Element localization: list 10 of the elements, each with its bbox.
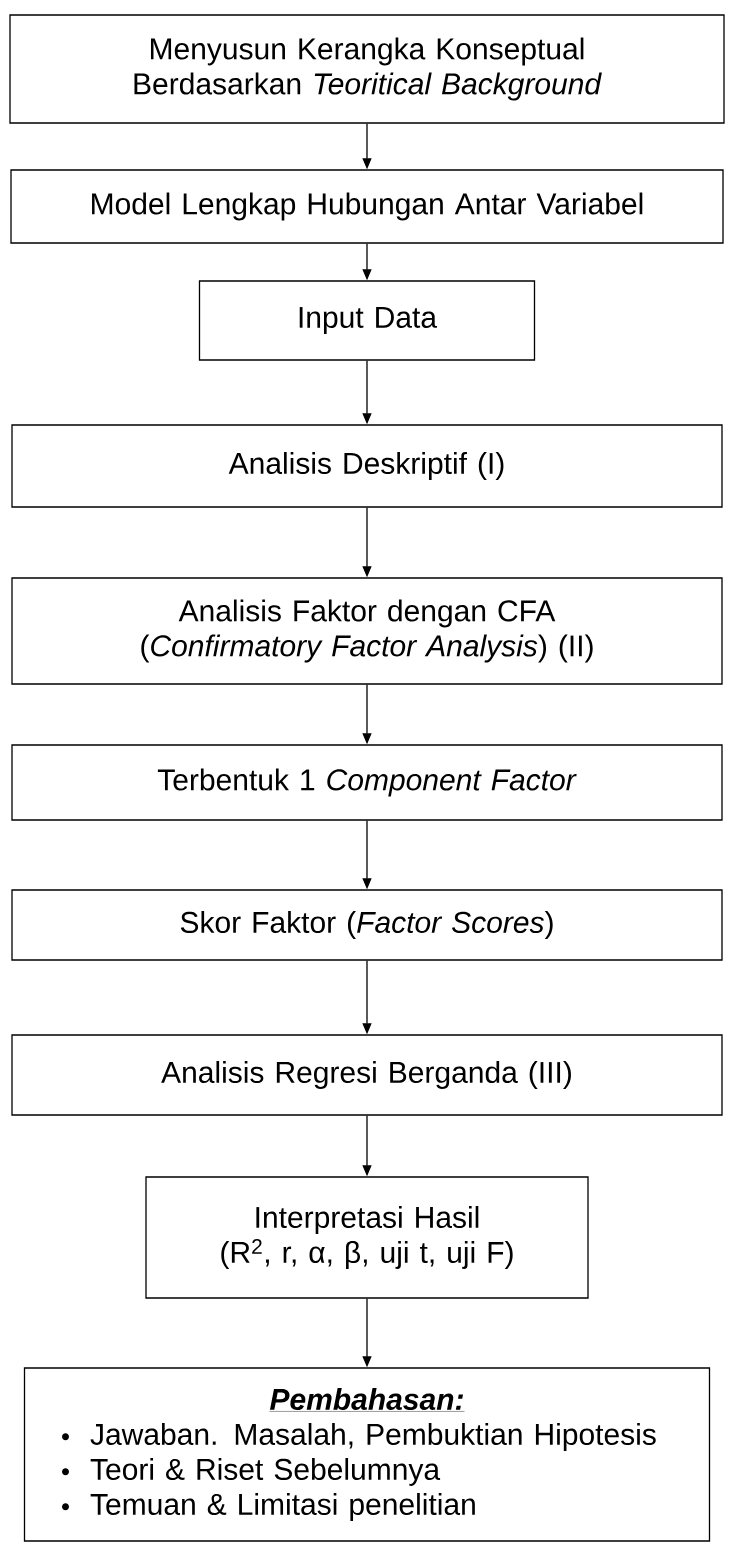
process-box: Analisis Regresi Berganda (III) (11, 1034, 723, 1116)
process-box: Analisis Faktor dengan CFA (Confirmatory Factor Analysis) (II) (11, 577, 723, 685)
process-box: Menyusun Kerangka Konseptual Berdasarkan Teoritical Background (9, 14, 725, 124)
process-box: Analisis Deskriptif (I) (11, 424, 723, 508)
process-box: Input Data (198, 280, 536, 361)
process-box: Terbentuk 1 Component Factor (11, 744, 723, 821)
process-box: Interpretasi Hasil (R$^{2}$, r, α, β, uji t, uji F) (145, 1176, 589, 1299)
process-box: Model Lengkap Hubungan Antar Variabel (10, 169, 724, 244)
process-box: Pembahasan: Jawaban. Masalah, Pembuktian Hipotesis Teori & Riset Sebelumnya Temuan & Limitasi penelitian (23, 1367, 711, 1542)
process-box: Skor Faktor (Factor Scores) (11, 889, 723, 961)
